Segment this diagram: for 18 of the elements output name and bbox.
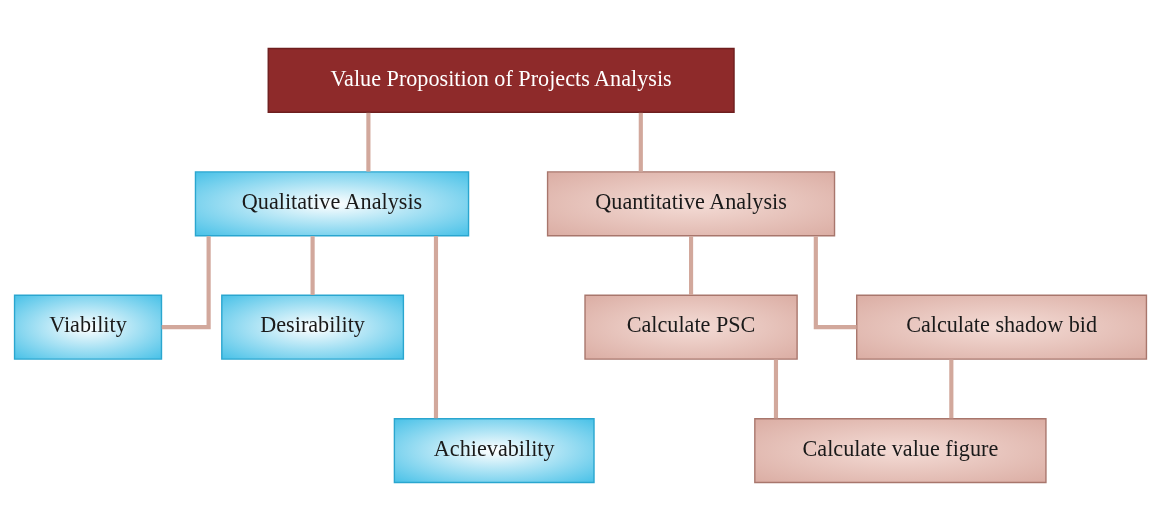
connector bbox=[638, 112, 643, 172]
node-box: Desirability bbox=[221, 294, 405, 360]
node-box: Calculate shadow bid bbox=[856, 294, 1148, 360]
connector bbox=[773, 359, 779, 419]
connector bbox=[310, 236, 315, 295]
connector bbox=[949, 359, 954, 419]
connector bbox=[161, 236, 211, 330]
node-box: Achievability bbox=[393, 418, 595, 484]
node-box: Calculate value figure bbox=[754, 418, 1047, 484]
node-box: Quantitative Analysis bbox=[546, 171, 836, 237]
node-box: Calculate PSC bbox=[584, 294, 798, 360]
node-box: Qualitative Analysis bbox=[194, 171, 470, 237]
node-box: Value Proposition of Projects Analysis bbox=[267, 47, 735, 113]
connector bbox=[688, 236, 694, 295]
connector bbox=[813, 236, 857, 330]
node-box: Viability bbox=[13, 294, 163, 360]
connector bbox=[366, 112, 371, 172]
connector bbox=[433, 236, 439, 419]
